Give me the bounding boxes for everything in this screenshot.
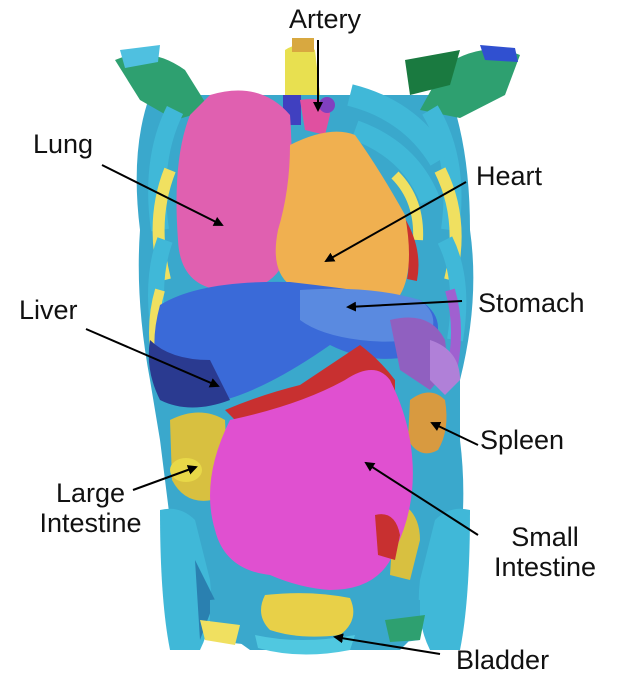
spleen-shape [408,393,446,454]
lung-shape [177,91,292,291]
lung-label: Lung [33,129,93,159]
large-intestine-label-line1: Large [23,478,158,508]
liver-label: Liver [19,295,78,325]
spine-top [285,45,320,95]
spleen-label: Spleen [480,425,564,455]
large-intestine-label-line2: Intestine [23,508,158,538]
large-intestine-label: Large Intestine [23,478,158,538]
heart-label: Heart [476,161,542,191]
bladder-shape [261,593,353,637]
artery-label: Artery [289,4,361,34]
small-intestine-label-line1: Small [470,522,620,552]
small-intestine-label-line2: Intestine [470,552,620,582]
bladder-label: Bladder [456,645,549,675]
small-intestine-label: Small Intestine [470,522,620,582]
stomach-label: Stomach [478,288,585,318]
